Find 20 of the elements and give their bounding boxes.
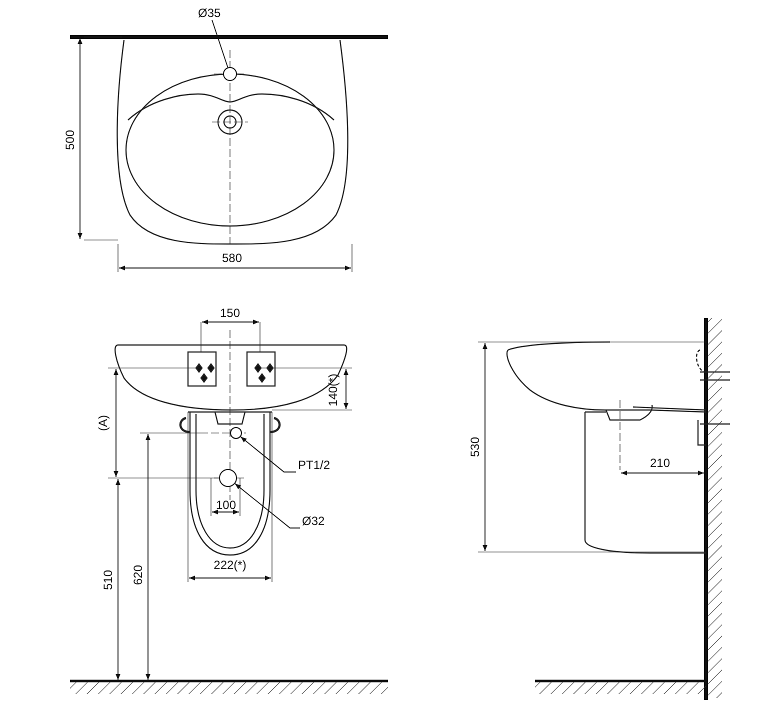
dimension-text: 500 (63, 130, 77, 150)
dimension-text: 222(*) (214, 558, 246, 572)
dimension-text: 140(*) (326, 374, 340, 406)
pipe-hole (219, 469, 237, 487)
pipe-hole (223, 67, 237, 81)
dimension-text: 530 (468, 436, 482, 458)
part-label: Ø32 (300, 514, 327, 528)
leader-line (240, 436, 296, 472)
dimension-text: 210 (650, 456, 670, 470)
dimension-text: (A) (96, 415, 110, 431)
dimension-text: 580 (222, 251, 242, 265)
pipe-hole (230, 427, 242, 439)
dimension-text: 510 (101, 570, 115, 590)
leader-line (212, 20, 228, 68)
leader-line (234, 483, 300, 528)
dimension-text: 150 (220, 306, 240, 320)
dimension-text: 100 (216, 498, 236, 512)
dimension-text: 620 (131, 564, 145, 586)
part-label: Ø35 (196, 6, 223, 20)
part-label: PT1/2 (296, 458, 332, 472)
